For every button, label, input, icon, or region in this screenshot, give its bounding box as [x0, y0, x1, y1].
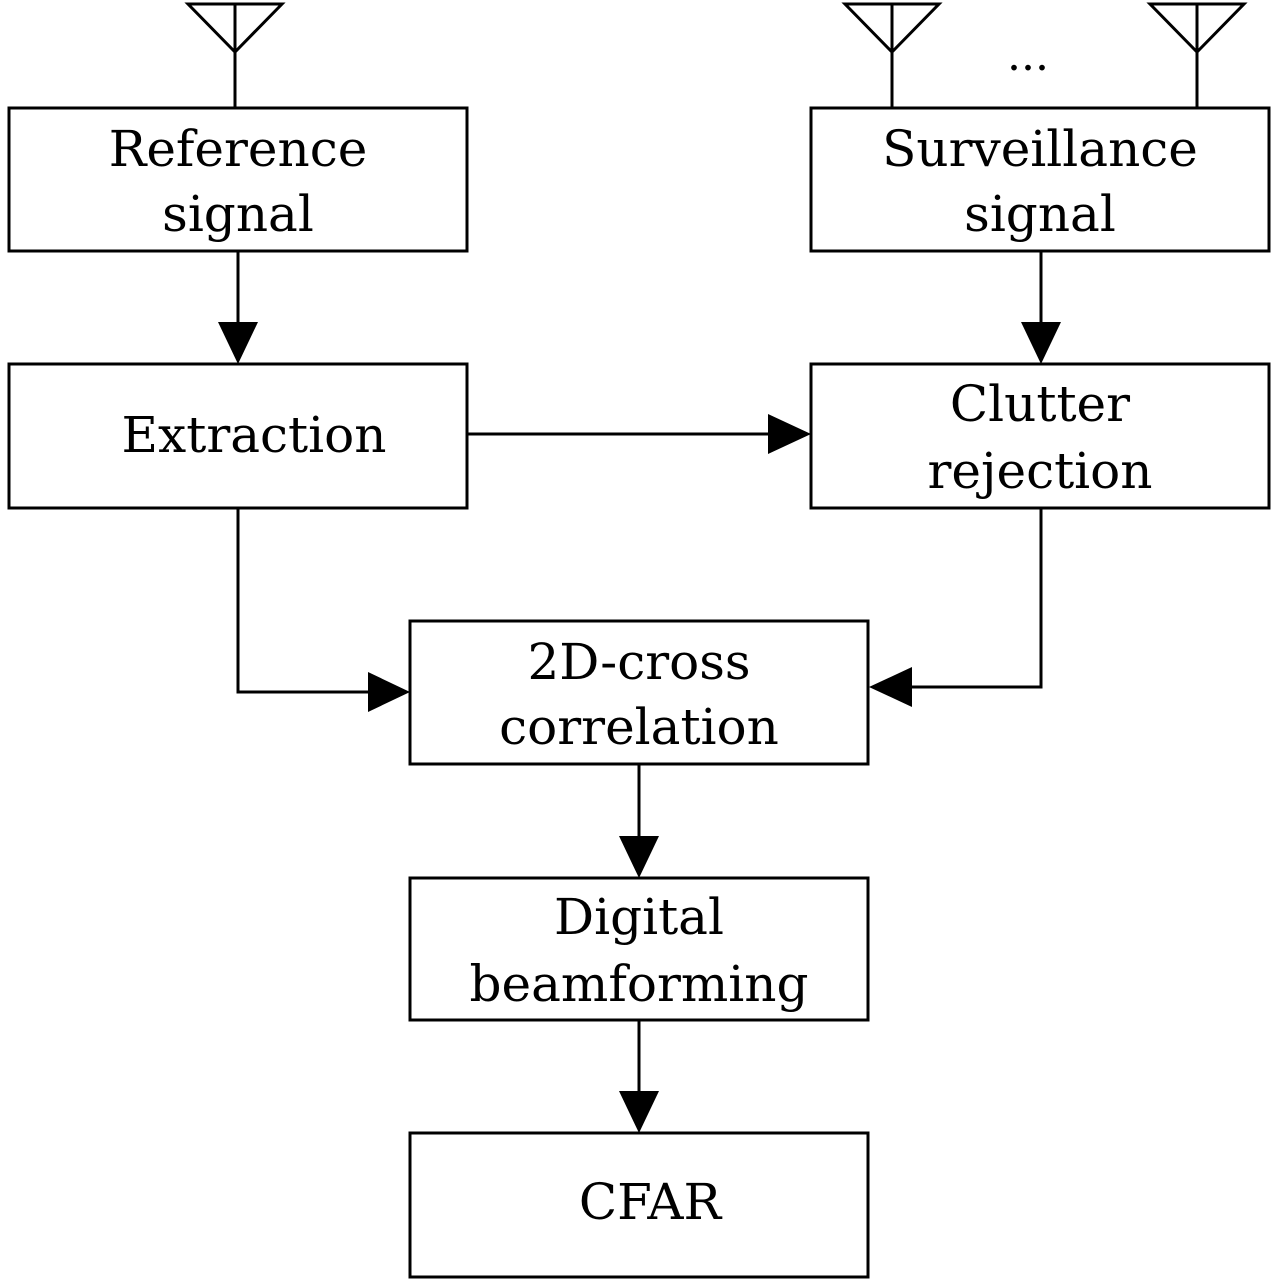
block-label: beamforming — [470, 955, 809, 1013]
block-label: 2D-cross — [527, 633, 750, 691]
block-label: Clutter — [950, 375, 1130, 433]
block-cfar: CFAR — [408, 1131, 870, 1279]
connectors — [218, 251, 1061, 1133]
block-label: Reference — [109, 120, 368, 178]
block-surveillance-signal: Surveillance signal — [809, 106, 1271, 253]
arrowhead — [768, 414, 811, 454]
block-extraction: Extraction — [7, 362, 469, 510]
block-digital-beamforming: Digital beamforming — [408, 876, 870, 1022]
antenna-ellipsis: ... — [1007, 30, 1049, 81]
block-label: signal — [964, 185, 1116, 243]
arrowhead — [619, 1091, 659, 1133]
arrowhead — [368, 672, 410, 712]
block-reference-signal: Reference signal — [7, 106, 469, 253]
block-label: correlation — [499, 698, 779, 756]
block-label: Surveillance — [882, 120, 1198, 178]
arrowhead — [1021, 322, 1061, 364]
block-2d-cross-correlation: 2D-cross correlation — [408, 619, 870, 766]
block-label: Extraction — [122, 406, 387, 464]
surveillance-antenna-n-icon — [1146, 2, 1248, 108]
surveillance-antenna-1-icon — [841, 2, 943, 108]
arrowhead — [218, 322, 258, 364]
block-label: rejection — [928, 442, 1153, 500]
block-clutter-rejection: Clutter rejection — [809, 362, 1271, 510]
block-label: CFAR — [579, 1173, 723, 1231]
wire-extraction-correlation — [236, 508, 380, 694]
wire-clutter-correlation — [900, 508, 1043, 689]
block-label: signal — [162, 185, 314, 243]
arrowhead — [869, 667, 912, 707]
reference-antenna-icon — [184, 2, 286, 108]
arrowhead — [619, 836, 659, 878]
block-label: Digital — [554, 888, 724, 946]
